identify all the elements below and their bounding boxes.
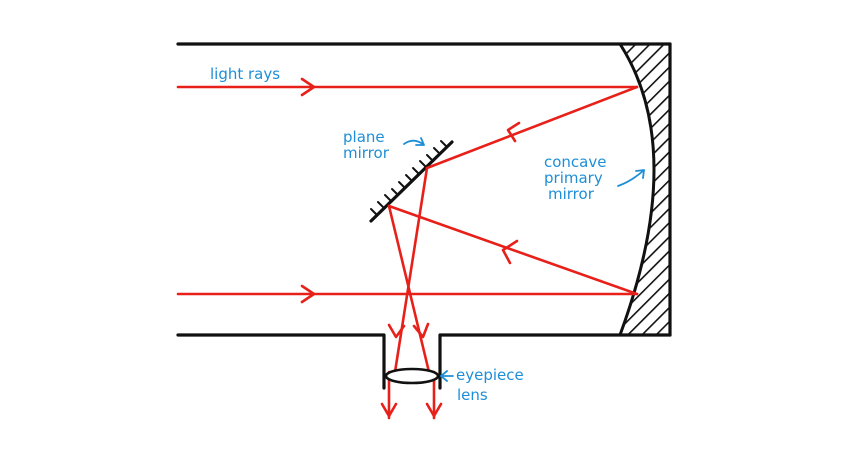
reflected-ray-top bbox=[425, 85, 639, 170]
plane-mirror-pointer-arrow bbox=[403, 137, 425, 146]
ray-to-eyepiece-1-arrowhead bbox=[387, 323, 406, 339]
tube-bottom-wall-right bbox=[438, 333, 672, 390]
concave-mirror-label-line2: primary bbox=[544, 169, 603, 187]
eyepiece-label-line1: eyepiece bbox=[456, 366, 524, 384]
exit-ray-right-arrowhead bbox=[425, 402, 443, 418]
reflected-ray-bottom-arrowhead bbox=[501, 239, 519, 265]
eyepiece-label-line2: lens bbox=[457, 386, 488, 404]
plane-mirror bbox=[369, 140, 454, 223]
concave-mirror-label-line1: concave bbox=[544, 153, 606, 171]
plane-mirror-label-line2: mirror bbox=[343, 144, 390, 162]
ray-to-eyepiece-2-arrowhead bbox=[412, 322, 430, 339]
ray-to-eyepiece-1 bbox=[393, 166, 429, 374]
eyepiece-lens bbox=[384, 367, 440, 385]
ray-to-eyepiece-2 bbox=[387, 204, 431, 374]
tube-bottom-wall-left bbox=[176, 333, 386, 390]
reflected-ray-bottom bbox=[387, 204, 639, 296]
concave-mirror-label-line3: mirror bbox=[548, 185, 595, 203]
concave-mirror-pointer-arrow bbox=[617, 169, 645, 187]
exit-ray-left-arrowhead bbox=[380, 402, 398, 418]
light-rays bbox=[176, 77, 639, 420]
plane-mirror-label-line1: plane bbox=[343, 128, 385, 146]
ray-top-arrowhead bbox=[300, 77, 316, 97]
ray-bottom-arrowhead bbox=[300, 284, 316, 304]
eyepiece-pointer-arrow bbox=[440, 370, 454, 382]
light-rays-label: light rays bbox=[210, 65, 280, 83]
reflected-ray-top-arrowhead bbox=[506, 121, 521, 143]
